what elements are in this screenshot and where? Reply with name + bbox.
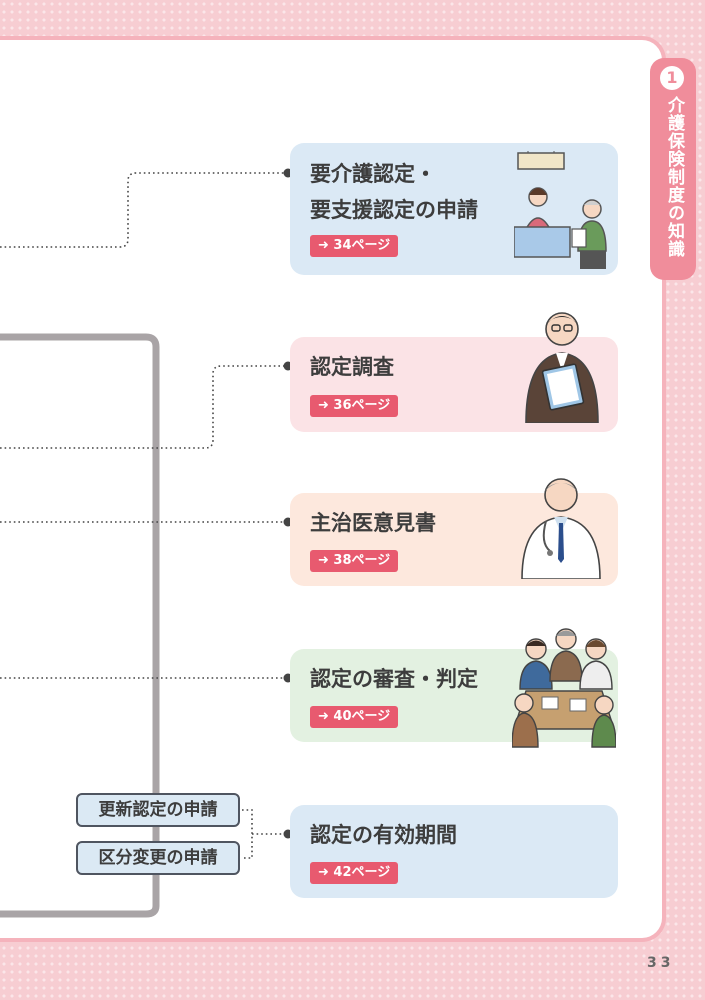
card-title: 認定の有効期間: [310, 823, 457, 847]
card-doctor-opinion[interactable]: 主治医意見書 ➜ 38ページ: [290, 478, 618, 586]
doctor-illustration-icon: [521, 478, 601, 579]
chapter-tab[interactable]: 1 介護保険制度の知識: [650, 58, 696, 280]
card-validity-period[interactable]: 認定の有効期間 ➜ 42ページ: [290, 805, 618, 898]
card-application[interactable]: 要介護認定・ 要支援認定の申請 ➜ 34ページ: [290, 143, 618, 275]
card-review[interactable]: 認定の審査・判定 ➜ 40ページ: [290, 628, 618, 748]
card-title-line: 要支援認定の申請: [310, 198, 478, 222]
process-frame: [0, 333, 160, 918]
investigator-illustration-icon: [525, 312, 599, 423]
connector-card-5: [242, 809, 284, 859]
chapter-number: 1: [660, 66, 684, 90]
renewal-application-label: 更新認定の申請: [76, 793, 240, 827]
page-number: 33: [647, 955, 675, 971]
card-title: 認定調査: [310, 355, 394, 379]
card-title: 主治医意見書: [310, 511, 436, 535]
connector-card-1: [0, 172, 284, 248]
reception-illustration-icon: [514, 151, 607, 269]
page-reference-link[interactable]: ➜ 36ページ: [310, 395, 399, 417]
page-reference-link[interactable]: ➜ 34ページ: [310, 235, 399, 257]
category-change-application-label: 区分変更の申請: [76, 841, 240, 875]
connector-card-2: [0, 365, 284, 449]
card-title: 認定の審査・判定: [310, 667, 478, 691]
page-reference-link[interactable]: ➜ 38ページ: [310, 550, 399, 572]
chapter-label: 介護保険制度の知識: [664, 96, 684, 258]
page-reference-link[interactable]: ➜ 42ページ: [310, 862, 399, 884]
card-investigation[interactable]: 認定調査 ➜ 36ページ: [290, 312, 618, 432]
meeting-illustration-icon: [512, 628, 616, 748]
card-title-line: 要介護認定・: [310, 162, 436, 186]
page-reference-link[interactable]: ➜ 40ページ: [310, 706, 399, 728]
